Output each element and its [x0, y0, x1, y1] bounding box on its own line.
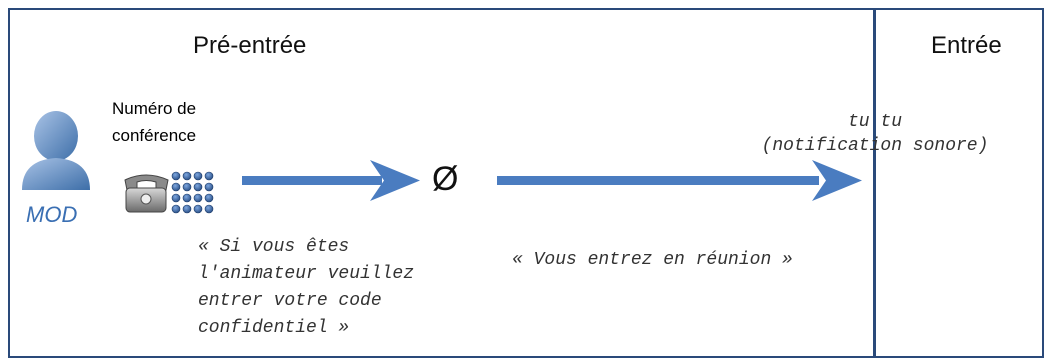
telephone-keypad-icon	[124, 171, 214, 214]
sound-notification-label: tu tu (notification sonore)	[761, 112, 989, 156]
flow-arrow-2	[497, 160, 862, 201]
entering-meeting-prompt: « Vous entrez en réunion »	[512, 250, 793, 270]
moderator-label: MOD	[26, 202, 78, 227]
phase-pre-entry-title: Pré-entrée	[193, 32, 307, 59]
phase-divider	[873, 8, 876, 358]
conference-number-label: Numéro de conférence	[112, 99, 197, 145]
person-icon	[22, 111, 90, 190]
empty-set-symbol: Ø	[432, 160, 459, 198]
phase-entry-title: Entrée	[931, 32, 1002, 59]
host-code-prompt: « Si vous êtes l'animateur veuillez entr…	[198, 237, 415, 338]
flow-arrow-1	[242, 160, 420, 201]
